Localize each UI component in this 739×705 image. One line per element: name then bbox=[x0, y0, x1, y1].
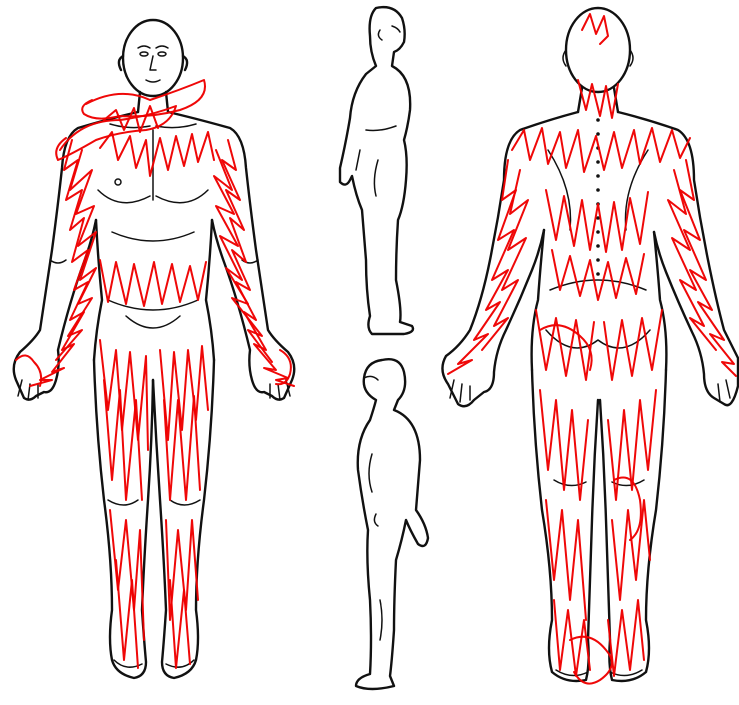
side-view-figure-bottom bbox=[356, 359, 428, 689]
front-view-figure bbox=[14, 20, 295, 678]
side-bottom-details bbox=[364, 376, 382, 640]
side-bottom-outline bbox=[356, 359, 428, 689]
back-pain-markings bbox=[448, 14, 736, 684]
side-top-outline bbox=[340, 7, 413, 334]
side-view-figure-top bbox=[340, 7, 413, 334]
back-head bbox=[566, 8, 630, 92]
back-view-figure bbox=[442, 8, 738, 684]
